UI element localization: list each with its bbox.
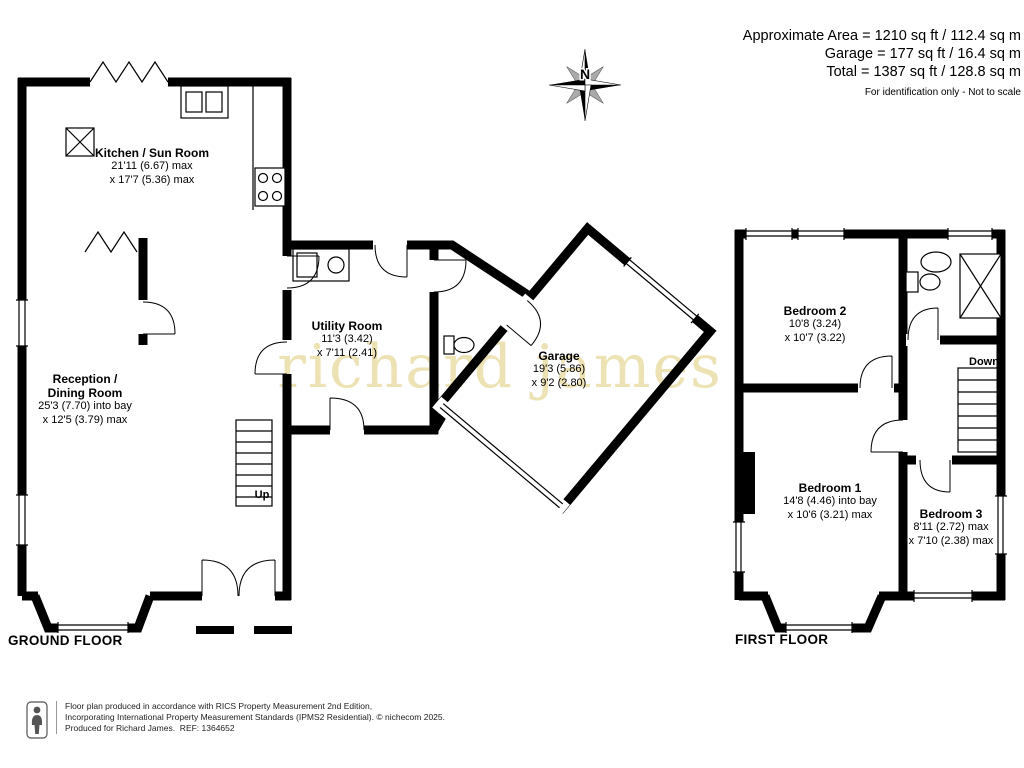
footer-line-1: Floor plan produced in accordance with R… [65, 701, 373, 711]
first-windows [733, 228, 1007, 633]
room-dim: x 7'11 (2.41) [317, 346, 377, 359]
bathroom-sink-icon [920, 251, 952, 273]
footer-line-2: Incorporating International Property Mea… [65, 712, 445, 722]
ground-floor-title: GROUND FLOOR [8, 633, 123, 648]
toilet-icon [905, 271, 919, 293]
utility-fixtures [292, 248, 350, 282]
total-area-text: Total = 1387 sq ft / 128.8 sq m [826, 64, 1021, 80]
stairs-down-label: Down [969, 356, 999, 368]
room-dim: x 9'2 (2.80) [531, 376, 587, 389]
reception-break-line [84, 230, 138, 254]
compass-rose: N [548, 48, 622, 122]
room-label-reception: Reception / Dining Room 25'3 (7.70) into… [33, 372, 137, 428]
area-summary: Approximate Area = 1210 sq ft / 112.4 sq… [743, 27, 1021, 102]
room-name: Utility Room [311, 319, 383, 333]
bathroom-fixtures [905, 251, 1002, 319]
room-name: Kitchen / Sun Room [95, 146, 209, 160]
room-label-bedroom1: Bedroom 1 14'8 (4.46) into bay x 10'6 (3… [750, 481, 910, 523]
room-dim: 11'3 (3.42) [321, 333, 373, 346]
room-name: Bedroom 1 [798, 481, 862, 495]
room-name: Reception / Dining Room [47, 372, 123, 401]
stairs-up-label: Up [254, 489, 270, 501]
room-label-utility: Utility Room 11'3 (3.42) x 7'11 (2.41) [287, 319, 407, 361]
ground-windows [16, 299, 129, 633]
first-stairs [957, 367, 1002, 453]
garage-area-text: Garage = 177 sq ft / 16.4 sq m [824, 46, 1021, 62]
kitchen-fixtures [65, 82, 286, 210]
first-doors [859, 307, 951, 493]
nichecom-logo [26, 701, 48, 739]
room-dim: x 17'7 (5.36) max [109, 173, 195, 186]
room-dim: x 10'7 (3.22) [784, 331, 846, 344]
footer: Floor plan produced in accordance with R… [26, 701, 445, 739]
ground-doors [142, 244, 467, 597]
porch-wall [196, 626, 234, 634]
hob-icon [254, 167, 286, 207]
room-dim: 14'8 (4.46) into bay [783, 495, 877, 508]
wc-toilet-icon [443, 335, 475, 355]
room-name: Bedroom 2 [783, 304, 847, 318]
disclaimer-text: For identification only - Not to scale [864, 87, 1021, 98]
room-dim: 19'3 (5.86) [532, 363, 586, 376]
ground-stairs [235, 419, 273, 507]
room-label-bedroom2: Bedroom 2 10'8 (3.24) x 10'7 (3.22) [745, 304, 885, 346]
sunroom-break-line [89, 60, 169, 84]
room-dim: 25'3 (7.70) into bay [38, 400, 132, 413]
footer-line-3: Produced for Richard James. REF: 1364652 [65, 723, 235, 733]
room-label-bedroom3: Bedroom 3 8'11 (2.72) max x 7'10 (2.38) … [896, 507, 1006, 549]
watermark-text: richard james [277, 332, 723, 402]
room-label-garage: Garage 19'3 (5.86) x 9'2 (2.80) [509, 349, 609, 391]
room-name: Bedroom 3 [919, 507, 983, 521]
room-dim: 8'11 (2.72) max [913, 521, 989, 534]
garage-shape [432, 222, 717, 516]
room-dim: x 12'5 (3.79) max [42, 414, 128, 427]
room-label-kitchen: Kitchen / Sun Room 21'11 (6.67) max x 17… [72, 146, 232, 188]
chimney-breast [735, 452, 755, 514]
room-dim: x 7'10 (2.38) max [908, 534, 994, 547]
room-dim: x 10'6 (3.21) max [787, 508, 873, 521]
room-dim: 21'11 (6.67) max [111, 160, 193, 173]
room-name: Garage [538, 349, 580, 363]
ground-floor-plan [16, 60, 537, 634]
porch-wall [254, 626, 292, 634]
footer-disclaimer: Floor plan produced in accordance with R… [56, 701, 445, 734]
first-floor-title: FIRST FLOOR [735, 632, 829, 647]
approximate-area-text: Approximate Area = 1210 sq ft / 112.4 sq… [742, 28, 1021, 44]
compass-north-label: N [580, 66, 590, 82]
room-dim: 10'8 (3.24) [788, 318, 842, 331]
first-floor-plan [733, 228, 1007, 633]
